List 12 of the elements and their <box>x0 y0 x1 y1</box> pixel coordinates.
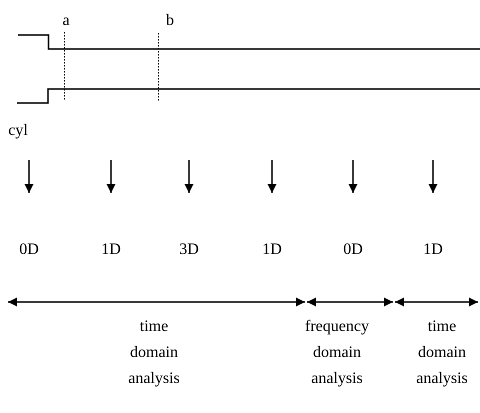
analysis-label: time domain analysis <box>127 317 181 389</box>
part-label: cyl <box>7 121 29 141</box>
analysis-label: time domain analysis <box>415 317 469 389</box>
dimension-label: 1D <box>100 240 122 260</box>
part-label: b <box>165 11 175 31</box>
dimension-label: 0D <box>342 240 364 260</box>
dimension-label: 1D <box>261 240 283 260</box>
dimension-label: 0D <box>18 240 40 260</box>
analysis-label: frequency domain analysis <box>304 317 370 389</box>
dimension-label: 3D <box>178 240 200 260</box>
part-label: a <box>61 11 71 31</box>
dimension-label: 1D <box>422 240 444 260</box>
